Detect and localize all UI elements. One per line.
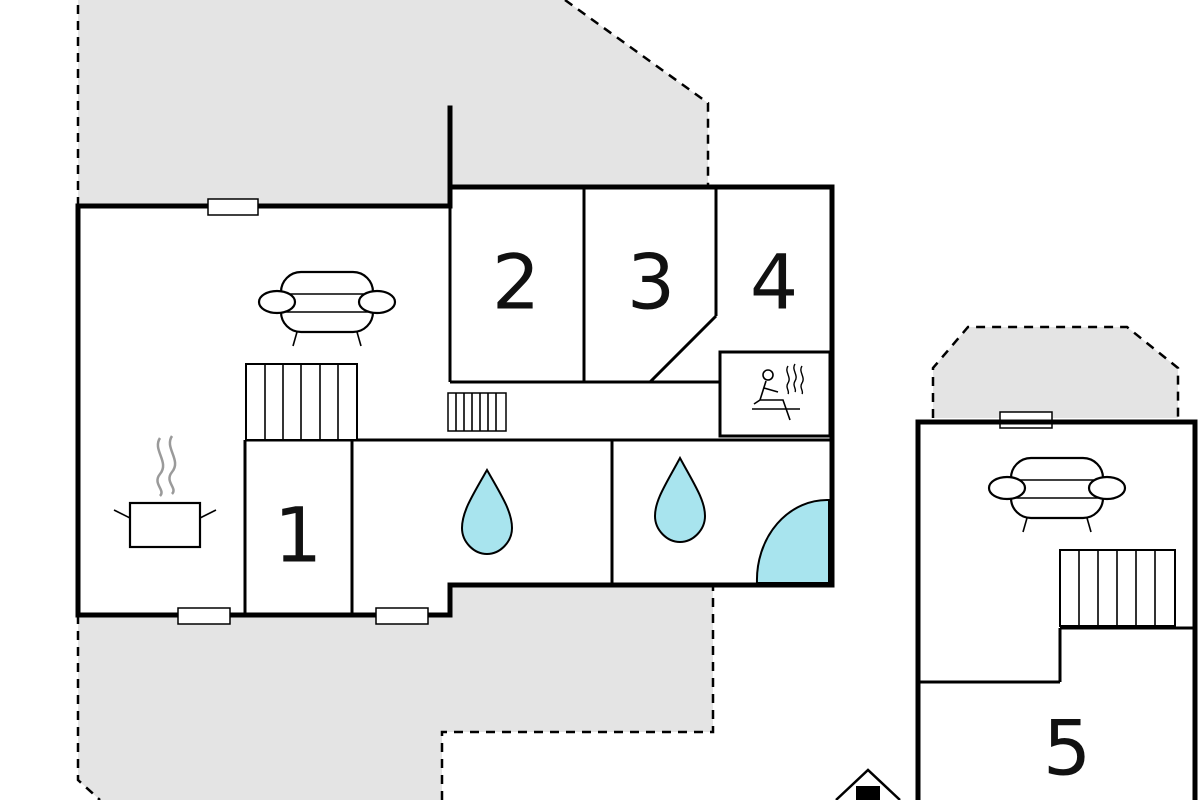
sofa-icon	[257, 270, 397, 347]
shower-icon	[755, 498, 830, 584]
cooking-pot-icon	[113, 435, 217, 549]
terrace-north	[76, 0, 710, 206]
window-icon	[207, 198, 259, 216]
window-icon	[375, 607, 429, 625]
house-icon	[835, 768, 901, 800]
water-drop-icon	[653, 455, 707, 544]
stairs-icon	[245, 363, 358, 441]
stairs-icon	[1059, 549, 1176, 627]
water-drop-icon	[460, 467, 514, 556]
room-number: 2	[492, 238, 540, 327]
terrace-south	[76, 585, 715, 800]
stairs-icon	[447, 392, 507, 432]
room-number: 1	[274, 491, 322, 580]
room-number: 5	[1043, 704, 1091, 793]
sofa-icon	[987, 456, 1127, 533]
annex-walls	[915, 419, 1198, 800]
window-icon	[177, 607, 231, 625]
room-number: 4	[750, 238, 798, 327]
sauna-icon	[752, 363, 804, 421]
terrace-annex	[931, 325, 1180, 418]
room-number: 3	[627, 238, 675, 327]
